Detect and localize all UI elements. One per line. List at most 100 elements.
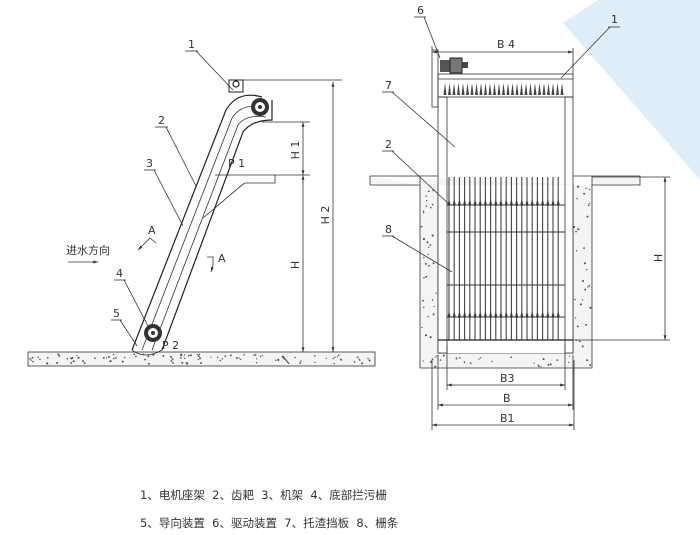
concrete-dot	[189, 354, 192, 357]
concrete-dot	[358, 358, 360, 360]
rake-tooth	[520, 199, 524, 205]
concrete-dot	[162, 354, 165, 357]
dim-b: B	[503, 392, 511, 405]
concrete-dot	[439, 359, 442, 361]
rake-tooth	[452, 311, 456, 317]
concrete-dot	[105, 357, 108, 359]
side-view: H 1 H H 2 1 2 3 4 5 A A 进水方向 P 1 P 2	[27, 38, 376, 367]
concrete-dot	[581, 299, 584, 301]
concrete-dot	[549, 363, 552, 366]
rake-tooth	[542, 83, 546, 95]
concrete-dot	[169, 355, 172, 358]
concrete-dot	[183, 357, 186, 360]
rake-tooth	[541, 199, 545, 205]
concrete-dot	[422, 360, 424, 362]
concrete-dot	[369, 359, 371, 362]
concrete-dot	[588, 284, 591, 287]
concrete-dot	[432, 313, 435, 316]
callout-3: 3	[146, 157, 153, 170]
concrete-dot	[556, 359, 559, 361]
concrete-dot	[576, 325, 579, 328]
rake-tooth	[535, 311, 539, 317]
concrete-dot	[144, 358, 146, 361]
concrete-dot	[31, 356, 34, 359]
rake-tooth	[556, 311, 560, 317]
rake-tooth	[473, 311, 477, 317]
concrete-dot	[429, 336, 432, 339]
concrete-dot	[455, 357, 458, 360]
concrete-dot	[277, 358, 280, 361]
concrete-dot	[333, 362, 335, 365]
concrete-dot	[510, 356, 513, 359]
concrete-dot	[423, 256, 425, 259]
motor-seat	[228, 79, 244, 93]
legend-line-1: 1、电机座架 2、齿耙 3、机架 4、底部拦污栅	[140, 488, 387, 502]
concrete-dot	[243, 354, 245, 356]
rake-tooth	[468, 311, 472, 317]
concrete-dot	[577, 228, 580, 231]
concrete-dot	[340, 359, 343, 361]
rake-tooth	[452, 199, 456, 205]
concrete-dot	[572, 225, 576, 228]
concrete-dot	[547, 363, 550, 366]
dim-h: H	[289, 261, 302, 269]
concrete-dot	[568, 361, 570, 364]
concrete-dot	[428, 264, 430, 267]
rake-tooth	[488, 83, 492, 95]
concrete-dot	[432, 262, 435, 265]
concrete-dot	[575, 230, 577, 233]
concrete-dot	[286, 360, 289, 363]
concrete-dot	[422, 212, 425, 214]
concrete-dot	[56, 362, 59, 364]
concrete-dot	[478, 358, 480, 360]
concrete-dot	[586, 215, 589, 218]
concrete-dot	[425, 275, 428, 278]
concrete-dot	[314, 361, 316, 364]
concrete-dot	[431, 234, 434, 237]
rake-tooth	[468, 199, 472, 205]
rake-tooth	[457, 311, 461, 317]
rake-tooth	[524, 83, 528, 95]
drive-motor-icon	[440, 57, 468, 74]
rake-tooth	[551, 311, 555, 317]
concrete-dot	[197, 358, 199, 361]
concrete-dot	[576, 198, 578, 200]
rake-tooth	[560, 83, 564, 95]
concrete-dot	[221, 358, 223, 360]
callout-6: 6	[417, 4, 424, 17]
concrete-dot	[540, 366, 542, 368]
rake-tooth	[520, 311, 524, 317]
concrete-dot	[353, 361, 356, 363]
concrete-dot	[284, 358, 286, 361]
callout-1: 1	[188, 38, 195, 51]
accent-corner	[563, 0, 700, 180]
concrete-dot	[432, 358, 434, 361]
rake-tooth	[538, 83, 541, 95]
concrete-dot	[181, 361, 184, 364]
rake-tooth	[504, 311, 508, 317]
bottom-sprocket-icon	[144, 324, 162, 342]
rake-tooth	[525, 311, 529, 317]
concrete-dot	[32, 360, 34, 363]
concrete-dot	[581, 345, 584, 348]
concrete-dot	[112, 357, 115, 360]
concrete-dot	[313, 355, 316, 357]
front-view: B 4 H B3 B B1 6 1 7 2 8	[369, 4, 670, 430]
concrete-dot	[425, 205, 428, 208]
concrete-dot	[463, 361, 466, 363]
rake-tooth	[541, 311, 545, 317]
concrete-dot	[431, 203, 434, 206]
rake-tooth	[551, 199, 555, 205]
rake-tooth	[520, 83, 523, 95]
upper-platform	[202, 174, 276, 219]
concrete-dot	[433, 305, 435, 308]
concrete-dot	[420, 225, 423, 228]
rake-tooth	[483, 311, 487, 317]
rake-tooth	[515, 311, 519, 317]
concrete-dot	[336, 356, 339, 358]
rake-tooth	[478, 311, 482, 317]
concrete-dot	[423, 276, 425, 279]
rake-tooth	[533, 83, 537, 95]
rake-tooth	[452, 83, 456, 95]
callout-5: 5	[113, 307, 120, 320]
